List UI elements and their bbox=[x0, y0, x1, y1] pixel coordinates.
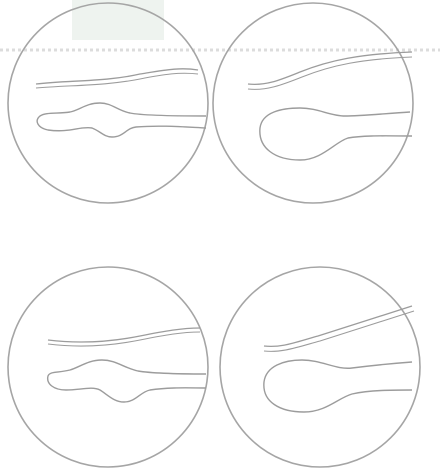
panel-top-left-lower-loop bbox=[37, 103, 206, 137]
panel-bottom-right-lower-loop bbox=[264, 360, 412, 412]
panel-bottom-left-upper-strand bbox=[48, 328, 200, 342]
panel-top-left-upper-strand bbox=[36, 69, 198, 84]
panel-bottom-right bbox=[220, 267, 420, 467]
panel-bottom-right-upper-strand-inner bbox=[264, 311, 414, 351]
panel-bottom-right-circle bbox=[220, 267, 420, 467]
panel-bottom-left-circle bbox=[8, 267, 208, 467]
panel-top-left-upper-strand-inner bbox=[36, 73, 198, 88]
panel-top-right-lower-loop bbox=[260, 108, 412, 160]
panel-bottom-right-upper-strand bbox=[264, 306, 412, 346]
panel-top-right bbox=[213, 3, 413, 203]
panel-bottom-left bbox=[8, 267, 208, 467]
panel-top-right-circle bbox=[213, 3, 413, 203]
panel-bottom-left-lower-loop bbox=[48, 360, 206, 402]
